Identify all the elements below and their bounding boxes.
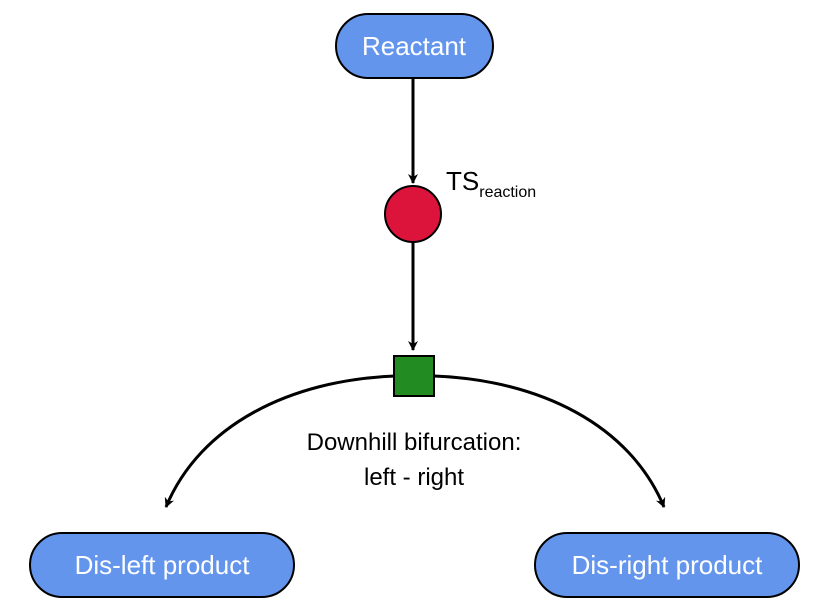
left-product-node-shape	[29, 532, 295, 598]
right-product-label: Dis-right product	[572, 550, 764, 580]
transition-state-label: TSreaction	[446, 166, 536, 201]
transition-state-node: TSreaction	[384, 166, 536, 243]
reactant-label: Reactant	[362, 31, 467, 61]
bifurcation-caption-line2: left - right	[364, 464, 464, 491]
bifurcation-caption-line1: Downhill bifurcation:	[307, 429, 522, 456]
transition-state-circle	[384, 185, 442, 243]
left-product-node: Dis-left product	[29, 532, 295, 598]
reactant-node-shape	[335, 13, 494, 79]
edge-bifurcation-to-right-product	[433, 374, 666, 508]
transition-state-label-subscript: reaction	[479, 184, 536, 201]
transition-state-label-main: TS	[446, 166, 479, 196]
left-product-label: Dis-left product	[75, 550, 251, 580]
reactant-node: Reactant	[335, 13, 494, 79]
edge-bifurcation-to-left-product	[164, 374, 396, 508]
right-product-node: Dis-right product	[534, 532, 800, 598]
bifurcation-square	[393, 355, 435, 397]
right-product-node-shape	[534, 532, 800, 598]
bifurcation-node: Downhill bifurcation: left - right	[307, 355, 522, 491]
